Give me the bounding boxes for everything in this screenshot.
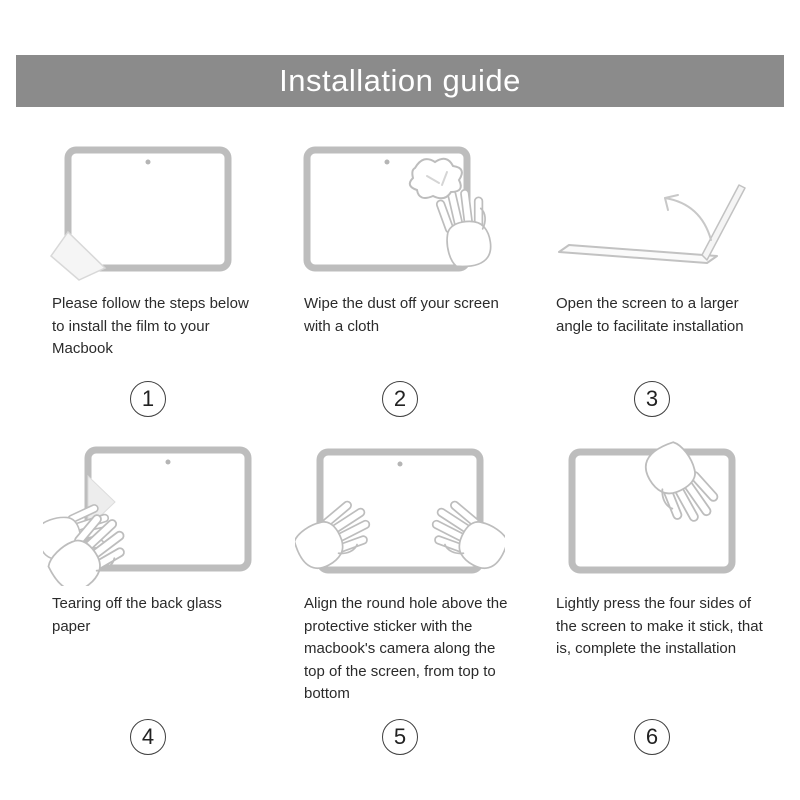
step-5-illustration — [274, 431, 526, 591]
laptop-open-icon — [558, 184, 746, 264]
step-number-wrap: 5 — [274, 719, 526, 769]
step-1: Please follow the steps below to install… — [22, 131, 274, 431]
step-1-illustration — [22, 131, 274, 291]
step-3: Open the screen to a larger angle to fac… — [526, 131, 778, 431]
step-number-wrap: 2 — [274, 381, 526, 431]
step-caption: Please follow the steps below to install… — [52, 295, 249, 357]
step-3-illustration — [526, 131, 778, 291]
step-number-wrap: 1 — [22, 381, 274, 431]
step-2: Wipe the dust off your screen with a clo… — [274, 131, 526, 431]
step-number-wrap: 6 — [526, 719, 778, 769]
step-caption: Open the screen to a larger angle to fac… — [556, 295, 744, 335]
film-peel-icon — [49, 136, 253, 281]
wipe-cloth-icon — [295, 136, 495, 286]
step-number-badge: 6 — [634, 719, 670, 755]
step-caption: Lightly press the four sides of the scre… — [556, 595, 763, 657]
step-number-wrap: 4 — [22, 719, 274, 769]
step-4: Tearing off the back glass paper 4 — [22, 431, 274, 769]
step-caption: Tearing off the back glass paper — [52, 595, 222, 635]
step-caption: Wipe the dust off your screen with a clo… — [304, 295, 499, 335]
step-number-badge: 2 — [382, 381, 418, 417]
step-4-illustration — [22, 431, 274, 591]
step-caption: Align the round hole above the protectiv… — [304, 595, 508, 702]
step-6: Lightly press the four sides of the scre… — [526, 431, 778, 769]
press-sides-icon — [547, 436, 757, 586]
title-banner: Installation guide — [16, 55, 784, 107]
page-title: Installation guide — [279, 63, 521, 98]
tear-paper-icon — [43, 436, 253, 586]
step-number-wrap: 3 — [526, 381, 778, 431]
step-number-badge: 4 — [130, 719, 166, 755]
step-number-badge: 3 — [634, 381, 670, 417]
steps-grid: Please follow the steps below to install… — [0, 131, 800, 769]
step-number-badge: 1 — [130, 381, 166, 417]
align-film-icon — [295, 436, 505, 577]
step-2-illustration — [274, 131, 526, 291]
step-5: Align the round hole above the protectiv… — [274, 431, 526, 769]
step-number-badge: 5 — [382, 719, 418, 755]
step-6-illustration — [526, 431, 778, 591]
